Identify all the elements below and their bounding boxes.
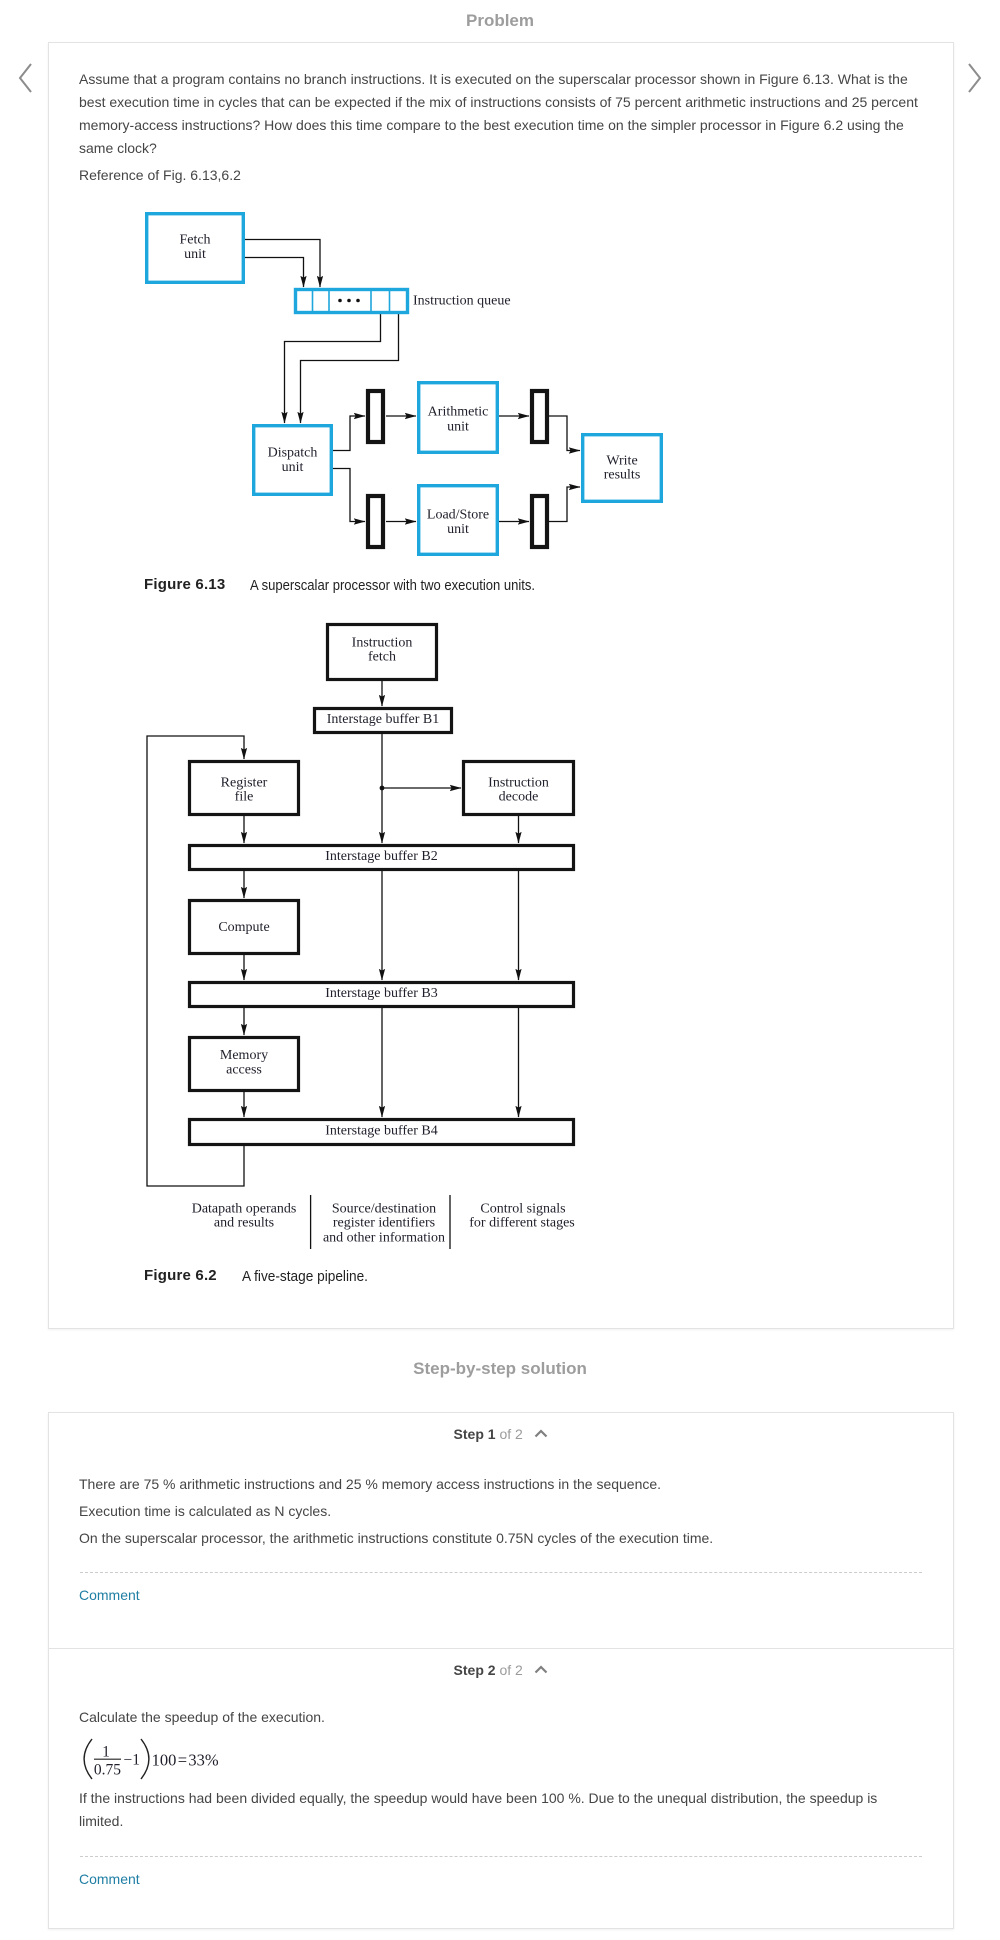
svg-text:Interstage buffer B3: Interstage buffer B3 [325,986,437,1001]
svg-text:access: access [226,1063,262,1078]
svg-text:for different stages: for different stages [469,1215,574,1230]
svg-text:Dispatch: Dispatch [268,445,318,460]
svg-text:Interstage buffer B4: Interstage buffer B4 [325,1124,437,1139]
svg-text:register identifiers: register identifiers [333,1215,435,1230]
svg-text:1: 1 [102,1744,110,1761]
svg-text:Instruction: Instruction [352,636,413,651]
svg-text:−1: −1 [124,1752,141,1769]
svg-text:Interstage buffer B1: Interstage buffer B1 [327,712,439,727]
svg-text:unit: unit [447,522,469,537]
svg-text:unit: unit [184,247,206,262]
svg-text:Fetch: Fetch [179,233,210,248]
svg-text:Arithmetic: Arithmetic [428,405,489,420]
svg-text:100 = 33%: 100 = 33% [152,1751,219,1770]
svg-text:Interstage buffer B2: Interstage buffer B2 [325,849,437,864]
svg-text:Datapath operands: Datapath operands [192,1201,297,1216]
svg-text:Compute: Compute [218,920,269,935]
svg-text:Load/Store: Load/Store [427,508,489,523]
svg-text:and results: and results [214,1215,274,1230]
svg-text:0.75: 0.75 [94,1761,121,1778]
svg-text:results: results [604,467,641,482]
svg-text:Register: Register [221,775,268,790]
svg-text:decode: decode [499,790,539,805]
svg-text:Memory: Memory [220,1048,268,1063]
svg-text:unit: unit [447,419,469,434]
svg-text:Write: Write [606,453,637,468]
svg-text:file: file [235,790,254,805]
svg-text:Control signals: Control signals [480,1201,565,1216]
svg-text:unit: unit [282,460,304,475]
svg-text:and other information: and other information [323,1230,445,1245]
svg-text:Source/destination: Source/destination [332,1201,436,1216]
svg-text:fetch: fetch [368,649,396,664]
svg-text:Instruction: Instruction [488,775,549,790]
svg-text:Instruction queue: Instruction queue [413,294,511,309]
